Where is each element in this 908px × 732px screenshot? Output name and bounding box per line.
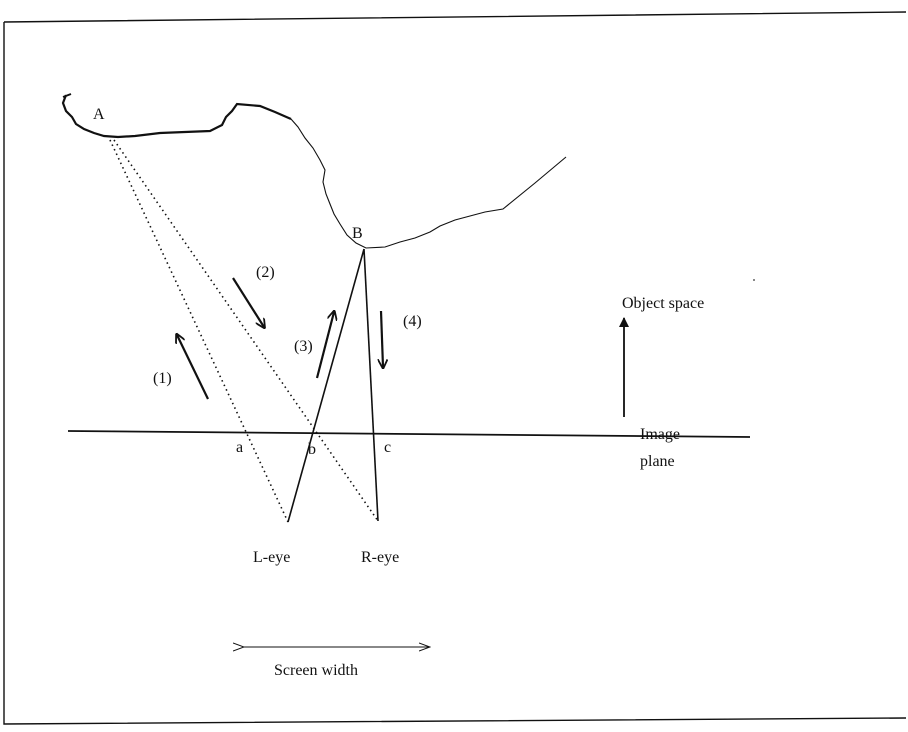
left-eye-label: L-eye: [253, 549, 290, 566]
arrow-step-2: [232, 277, 264, 327]
frame-border: [3, 11, 907, 725]
ray-A-to-left-eye: [109, 139, 289, 523]
image-point-label-c: c: [384, 439, 391, 456]
point-label-A: A: [93, 106, 105, 123]
ray-A-to-right-eye: [113, 139, 379, 522]
object-surface-left: [61, 94, 292, 139]
image-point-label-a: a: [236, 439, 243, 456]
stray-mark: [753, 279, 755, 281]
step-label-1: (1): [153, 370, 172, 387]
object-space-label: Object space: [622, 295, 704, 312]
right-eye-label: R-eye: [361, 549, 399, 566]
ray-B-to-left-eye: [287, 248, 365, 523]
screen-width-label: Screen width: [274, 662, 358, 679]
arrow-step-4: [381, 310, 383, 367]
step-label-2: (2): [256, 264, 275, 281]
object-surface-hook: [62, 93, 72, 98]
step-label-4: (4): [403, 313, 422, 330]
arrow-step-3: [315, 312, 334, 379]
step-label-3: (3): [294, 338, 313, 355]
object-surface-right: [290, 118, 567, 249]
point-label-B: B: [352, 225, 363, 242]
image-point-label-b: b: [308, 441, 316, 458]
ray-B-to-right-eye: [363, 248, 379, 522]
image-plane-label-line1: Image: [640, 426, 680, 443]
image-plane-line: [67, 430, 751, 438]
image-plane-label-line2: plane: [640, 453, 675, 470]
arrow-step-1: [177, 335, 209, 400]
